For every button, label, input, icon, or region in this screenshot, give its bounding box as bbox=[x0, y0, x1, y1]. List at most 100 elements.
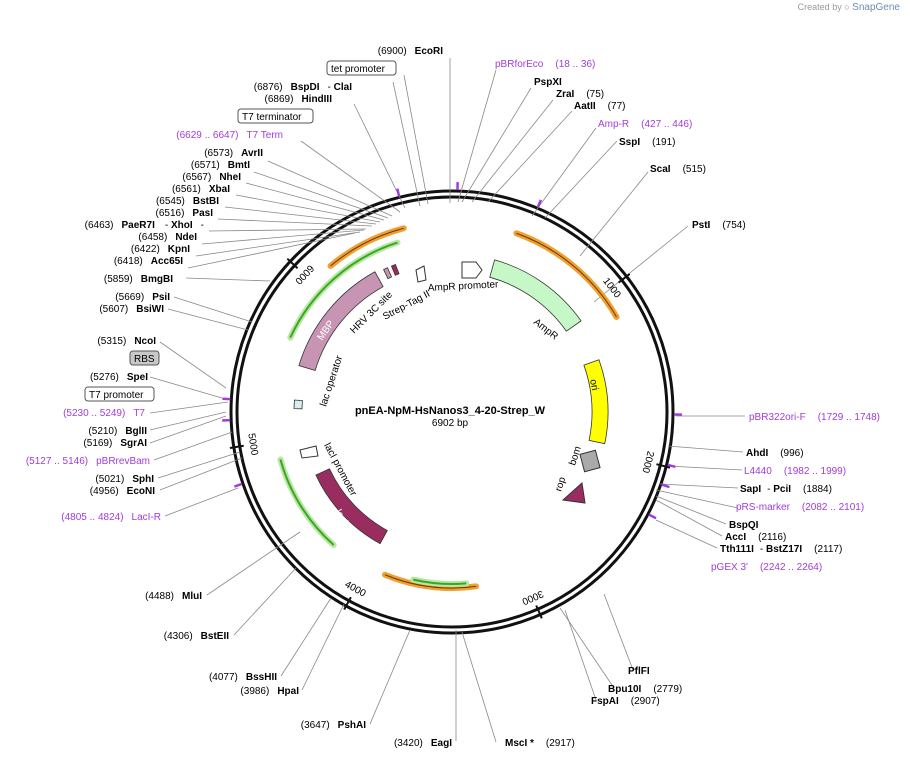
t7-terminator-box bbox=[237, 108, 314, 124]
leader-line bbox=[159, 457, 243, 491]
primer-prs-marker: pRS-marker(2082 .. 2101) bbox=[736, 502, 864, 513]
backbone-inner-ring bbox=[235, 195, 669, 629]
lac-operator-label: lac operator bbox=[318, 354, 345, 408]
site-bsteii: (4306)BstEII bbox=[164, 631, 229, 642]
leader-line bbox=[403, 74, 429, 205]
leader-line bbox=[655, 519, 718, 549]
site-aatii: ZraI(75) bbox=[556, 89, 604, 100]
green-arc-core bbox=[413, 578, 467, 585]
primer-mark bbox=[536, 199, 543, 208]
leader-line bbox=[167, 308, 249, 331]
ring-tick-4000 bbox=[343, 596, 352, 610]
bom-feature bbox=[579, 449, 601, 473]
ring-tick-label-3000: 3000 bbox=[520, 588, 545, 607]
site-econi: (4956)EcoNI bbox=[90, 486, 155, 497]
site-pflfi-tth111i: Tth111I- BstZ17I(2117) bbox=[720, 544, 842, 555]
leader-line bbox=[300, 140, 401, 213]
primer-pgex3: pGEX 3'(2242 .. 2264) bbox=[711, 562, 822, 573]
leader-line bbox=[667, 445, 744, 453]
leader-line bbox=[471, 99, 554, 203]
promoter-arc-core bbox=[516, 232, 617, 318]
site-sspi: AatII(77) bbox=[574, 101, 625, 112]
leader-line bbox=[369, 629, 411, 725]
site-msci: FspAI(2907) bbox=[591, 696, 660, 707]
site-bspqi-sapi: SapI- PciI(1884) bbox=[740, 484, 832, 495]
leader-line bbox=[301, 603, 345, 691]
leader-line bbox=[280, 597, 332, 677]
site-bmti: (6571)BmtI bbox=[191, 160, 250, 171]
primer-mark bbox=[667, 463, 676, 469]
leader-line bbox=[667, 465, 743, 471]
site-psii: (5669)PsiI bbox=[115, 292, 170, 303]
laci-promoter-arrow bbox=[299, 445, 319, 459]
leader-line bbox=[164, 487, 239, 517]
site-bpu10i: PflFI bbox=[628, 666, 650, 677]
leader-line bbox=[659, 483, 739, 489]
site-acc65i: (6418)Acc65I bbox=[114, 256, 183, 267]
ori-label: ori bbox=[587, 378, 600, 391]
site-fspai: Bpu10I(2779) bbox=[608, 684, 682, 695]
primer-mark bbox=[661, 483, 670, 489]
primer-t7term: (6629 .. 6647)T7 Term bbox=[176, 130, 283, 141]
primer-laci-r: (4805 .. 4824)LacI-R bbox=[61, 512, 161, 523]
ring-tick-1000 bbox=[618, 273, 631, 284]
site-ecori: (6900)EcoRI bbox=[378, 46, 443, 57]
lac-operator-feature bbox=[293, 399, 303, 410]
promoter-arc-core bbox=[330, 227, 404, 267]
leader-line bbox=[187, 232, 356, 269]
leader-line bbox=[392, 81, 421, 207]
site-eagi: (3420)EagI bbox=[394, 738, 452, 749]
leader-line bbox=[655, 489, 739, 509]
leader-line bbox=[253, 171, 389, 219]
site-zrai: PspXI bbox=[534, 77, 562, 88]
leader-line bbox=[206, 531, 301, 596]
ampr-promoter-arrow bbox=[461, 261, 483, 279]
site-pasi: (6516)PasI bbox=[156, 208, 214, 219]
site-kpni: (6422)KpnI bbox=[131, 244, 190, 255]
tet-promoter-box bbox=[326, 60, 397, 76]
leader-line bbox=[487, 110, 573, 203]
leader-line bbox=[461, 87, 532, 203]
leader-line bbox=[233, 567, 297, 636]
site-psti: ScaI(515) bbox=[650, 164, 706, 175]
ampr-feature-arrow bbox=[489, 259, 582, 332]
site-bstbi: (6545)BstBI bbox=[156, 196, 219, 207]
site-bsiwi: (5607)BsiWI bbox=[99, 304, 164, 315]
leader-line bbox=[544, 140, 618, 219]
plasmid-name: pnEA-NpM-HsNanos3_4-20-Strep_W bbox=[355, 405, 546, 417]
primer-pbrrevbam: (5127 .. 5146)pBRrevBam bbox=[26, 456, 150, 467]
leader-line bbox=[149, 415, 227, 444]
rbs-label: RBS bbox=[134, 354, 155, 365]
credit-prefix: Created by bbox=[797, 2, 842, 12]
primer-pbr322ori-f: pBR322ori-F(1729 .. 1748) bbox=[749, 412, 880, 423]
green-arc-core bbox=[279, 459, 335, 546]
site-avrii: (6573)AvrII bbox=[204, 148, 263, 159]
leader-line bbox=[655, 495, 727, 525]
ring-tick-3000 bbox=[535, 605, 543, 619]
t7-promoter-label: T7 promoter bbox=[89, 390, 144, 401]
leader-line bbox=[157, 451, 241, 479]
rop-label: rop bbox=[553, 475, 568, 493]
credit-brand: SnapGene bbox=[852, 2, 900, 13]
leader-line bbox=[235, 194, 381, 223]
primer-mark bbox=[234, 482, 243, 488]
ori-feature-arrow bbox=[583, 359, 609, 445]
leader-line bbox=[208, 228, 367, 232]
primer-l4440: L4440(1982 .. 1999) bbox=[744, 466, 846, 477]
snapgene-credit: Created by ○ SnapGene bbox=[798, 2, 900, 13]
leader-line bbox=[185, 277, 271, 282]
snapgene-logo-icon: ○ bbox=[844, 2, 850, 12]
leader-line bbox=[267, 160, 393, 217]
rop-feature-arrow bbox=[561, 482, 586, 504]
leader-line bbox=[655, 499, 723, 537]
primer-pbrforeco: pBRforEco(18 .. 36) bbox=[495, 59, 595, 70]
primer-t7: (5230 .. 5249)T7 bbox=[63, 408, 145, 419]
backbone-outer-ring bbox=[229, 189, 675, 635]
green-arc-core bbox=[289, 241, 398, 339]
plasmid-length: 6902 bp bbox=[432, 418, 469, 429]
hrv3c-feature bbox=[383, 267, 393, 280]
site-sgrai: (5169)SgrAI bbox=[83, 438, 147, 449]
leader-line bbox=[173, 296, 253, 323]
leader-line bbox=[153, 431, 233, 461]
